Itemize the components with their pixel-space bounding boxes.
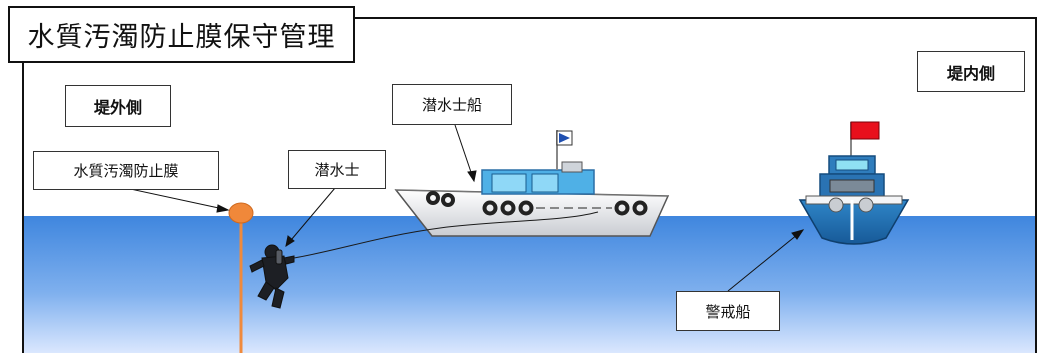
label-inside: 堤内側 [917, 51, 1025, 92]
label-diver-boat: 潜水士船 [392, 84, 512, 125]
guard-boat [798, 121, 910, 245]
label-diver: 潜水士 [288, 150, 386, 189]
silt-fence [228, 202, 254, 353]
buoy [228, 202, 254, 224]
diver [249, 244, 295, 309]
label-guard-boat: 警戒船 [676, 291, 780, 331]
callout-lines [125, 124, 805, 292]
label-silt-fence: 水質汚濁防止膜 [33, 151, 219, 190]
label-outside: 堤外側 [65, 85, 171, 127]
diver-boat [394, 130, 670, 237]
diagram-title: 水質汚濁防止膜保守管理 [8, 6, 355, 63]
diver-hose [293, 211, 599, 259]
